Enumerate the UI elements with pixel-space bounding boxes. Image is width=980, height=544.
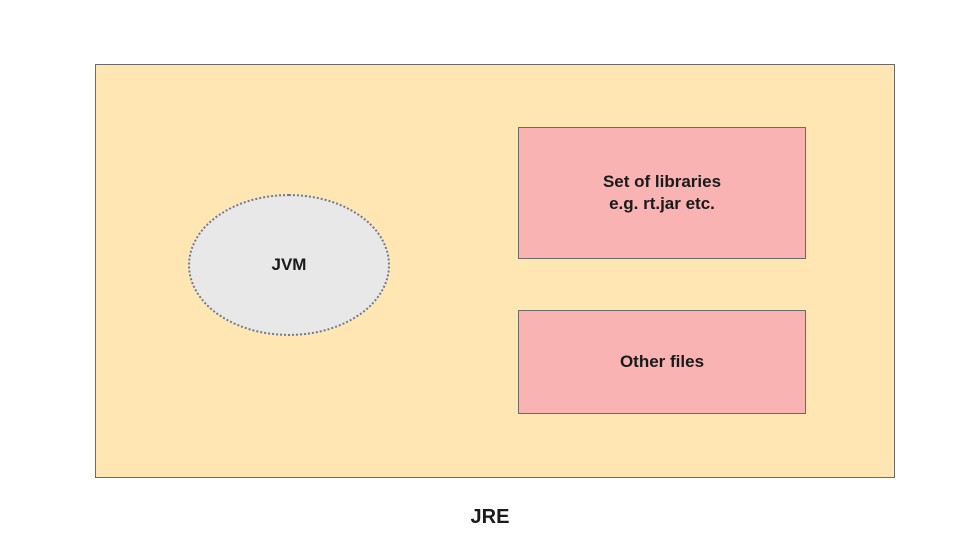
libraries-box: Set of libraries e.g. rt.jar etc.	[518, 127, 806, 259]
libraries-label-line1: Set of libraries	[602, 172, 722, 191]
jvm-ellipse: JVM	[188, 194, 390, 336]
other-files-label: Other files	[619, 352, 705, 371]
jvm-label: JVM	[271, 255, 307, 274]
other-files-box: Other files	[518, 310, 806, 414]
jre-caption: JRE	[470, 506, 510, 528]
libraries-label-line2: e.g. rt.jar etc.	[609, 194, 715, 213]
